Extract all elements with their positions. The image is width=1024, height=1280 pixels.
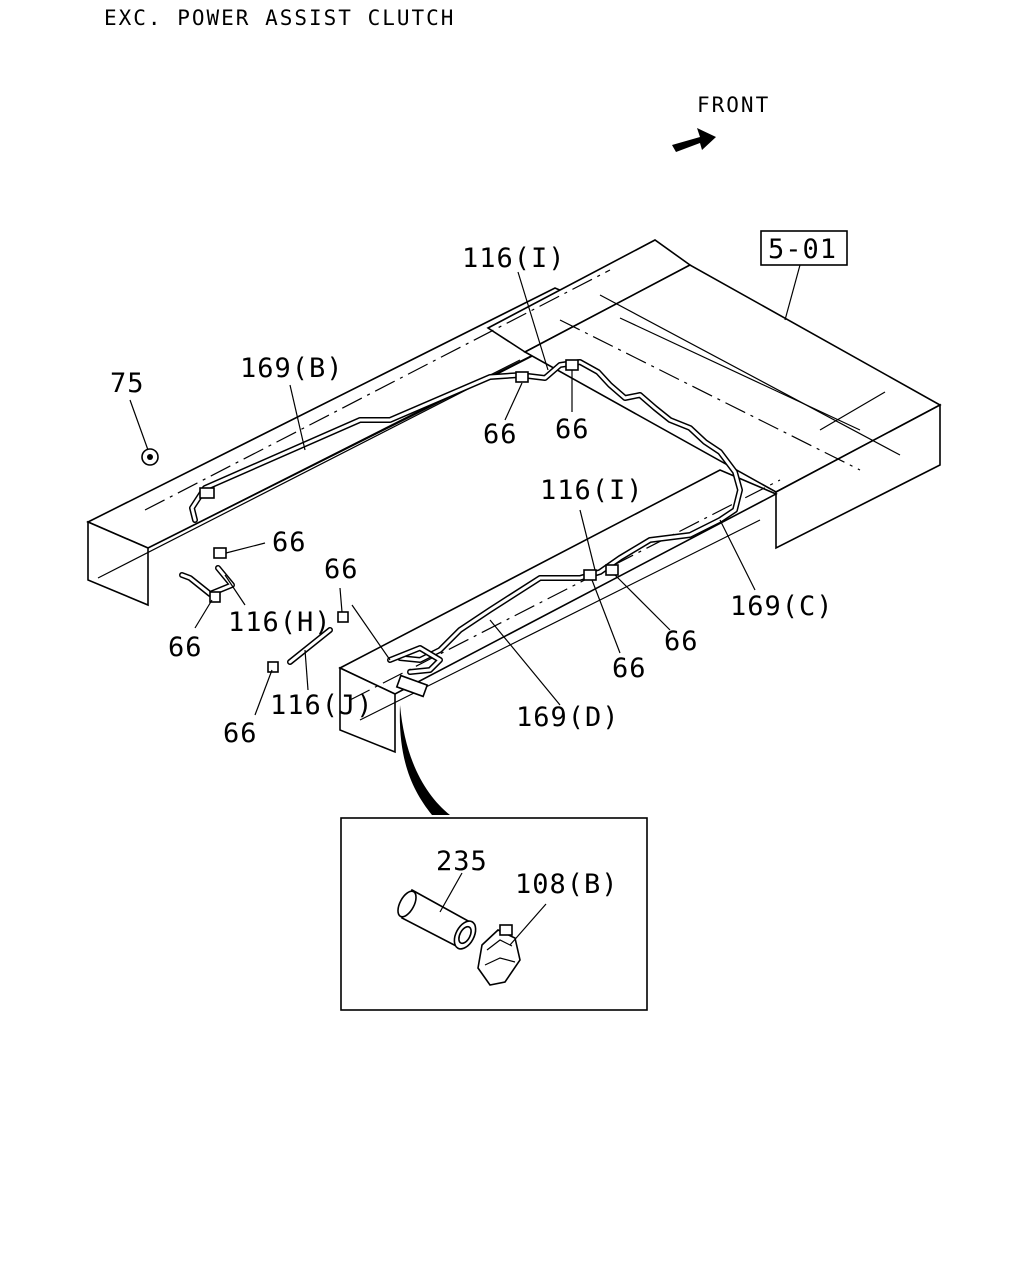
callout-169c[interactable]: 169(C) [730,591,834,622]
callout-116h[interactable]: 116(H) [228,607,332,638]
ref-box [760,230,848,266]
callout-75[interactable]: 75 [110,368,145,399]
pipe-lines [179,359,743,698]
callout-116j[interactable]: 116(J) [270,690,374,721]
callout-66-e[interactable]: 66 [168,632,203,663]
callout-169b[interactable]: 169(B) [240,353,344,384]
callout-108b[interactable]: 108(B) [515,869,619,900]
callout-116i-lower[interactable]: 116(I) [540,475,644,506]
clip-part-108b [477,924,521,986]
callout-116i-upper[interactable]: 116(I) [462,243,566,274]
leader-lines [129,271,756,716]
pipe-clips [141,359,619,673]
diagram-title: EXC. POWER ASSIST CLUTCH [104,6,455,30]
detail-box: 235 108(B) [340,817,648,1011]
callout-66-b[interactable]: 66 [555,414,590,445]
ref-box-label[interactable]: 5-01 [768,234,837,265]
callout-66-f[interactable]: 66 [223,718,258,749]
chassis-frame [86,239,942,754]
callout-66-a[interactable]: 66 [483,419,518,450]
callout-66-g[interactable]: 66 [612,653,647,684]
front-label: FRONT [697,93,770,117]
front-arrow-icon [672,128,716,152]
callouts: 75 169(B) 116(I) 66 66 116(I) 66 66 116(… [110,243,834,749]
callout-66-d[interactable]: 66 [324,554,359,585]
callout-169d[interactable]: 169(D) [516,702,620,733]
callout-66-h[interactable]: 66 [664,626,699,657]
callout-66-c[interactable]: 66 [272,527,307,558]
detail-pointer [399,705,450,815]
sleeve-part-235 [397,888,477,950]
callout-235[interactable]: 235 [436,846,488,877]
